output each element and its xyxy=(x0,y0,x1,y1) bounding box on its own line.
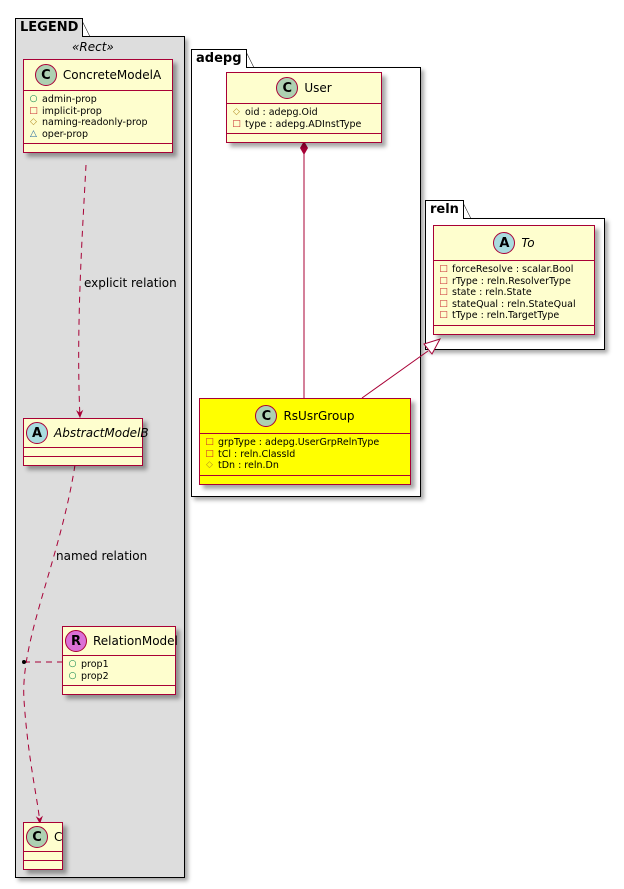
protected-icon: ◇ xyxy=(30,117,37,127)
class-c-icon: C xyxy=(26,826,48,848)
protected-icon: ◇ xyxy=(233,107,240,117)
operations-section xyxy=(434,326,594,334)
private-icon: □ xyxy=(29,105,38,116)
relation-r-icon: R xyxy=(65,630,87,652)
attribute-list: □ grpType : adepg.UserGrpRelnType □ tCl : … xyxy=(200,434,410,476)
operations-section xyxy=(24,457,142,465)
attribute: ◇ tDn : reln.Dn xyxy=(205,460,405,472)
attribute: □ forceResolve : scalar.Bool xyxy=(439,264,589,276)
attribute-list: ◇ oid : adepg.Oid □ type : adepg.ADInstTyp… xyxy=(227,104,381,134)
public-icon: ○ xyxy=(68,670,77,681)
attribute-list xyxy=(24,852,62,861)
class-to[interactable]: A To □ forceResolve : scalar.Bool □ rType … xyxy=(433,225,595,335)
class-c-icon: C xyxy=(34,64,57,86)
class-user[interactable]: C User ◇ oid : adepg.Oid □ type : adepg.AD… xyxy=(226,72,382,143)
attribute-list: ○ prop1 ○ prop2 xyxy=(63,656,175,686)
class-c[interactable]: C C xyxy=(23,822,63,870)
package-reln-tab: reln xyxy=(425,200,471,219)
package-legend-tab: LEGEND xyxy=(15,18,91,37)
attribute: □ rType : reln.ResolverType xyxy=(439,276,589,288)
attribute: ◇ oid : adepg.Oid xyxy=(232,107,376,119)
private-icon: □ xyxy=(439,310,448,320)
abstract-a-icon: A xyxy=(26,422,48,444)
class-name: RelationModel xyxy=(93,634,178,648)
private-icon: □ xyxy=(439,287,448,297)
attribute-text: tType : reln.TargetType xyxy=(452,310,560,321)
class-header: R RelationModel xyxy=(63,627,178,656)
class-relation-model[interactable]: R RelationModel ○ prop1 ○ prop2 xyxy=(62,626,178,695)
attribute-text: oid : adepg.Oid xyxy=(245,107,318,118)
class-abstract-model-b[interactable]: A AbstractModelB xyxy=(23,418,149,466)
class-header: C RsUsrGroup xyxy=(200,399,410,434)
class-header: A To xyxy=(434,226,594,261)
attribute: □ grpType : adepg.UserGrpRelnType xyxy=(205,437,405,449)
attribute: □ implicit-prop xyxy=(29,106,167,118)
package-icon: △ xyxy=(30,128,37,139)
attribute-text: rType : reln.ResolverType xyxy=(452,275,571,287)
class-name: User xyxy=(304,81,332,95)
package-adepg-tab: adepg xyxy=(191,49,253,68)
attribute-text: tDn : reln.Dn xyxy=(218,460,279,471)
public-icon: ○ xyxy=(29,94,38,104)
attribute-text: forceResolve : scalar.Bool xyxy=(452,264,574,275)
private-icon: □ xyxy=(205,448,214,459)
class-name: RsUsrGroup xyxy=(283,409,355,423)
attribute-text: tCl : reln.ClassId xyxy=(218,448,296,460)
named-relation-label: named relation xyxy=(56,549,148,563)
attribute: □ tType : reln.TargetType xyxy=(439,310,589,322)
private-icon: □ xyxy=(439,275,448,286)
class-concrete-model-a[interactable]: C ConcreteModelA ○ admin-prop □ implicit-p… xyxy=(23,59,173,153)
class-name: To xyxy=(521,236,535,250)
private-icon: □ xyxy=(439,264,448,274)
attribute-list: □ forceResolve : scalar.Bool □ rType : rel… xyxy=(434,261,594,326)
class-header: C User xyxy=(227,73,381,104)
attribute: △ oper-prop xyxy=(29,129,167,141)
attribute: □ type : adepg.ADInstType xyxy=(232,119,376,131)
attribute: ○ prop2 xyxy=(68,671,170,683)
attribute-text: implicit-prop xyxy=(42,105,102,117)
attribute-text: oper-prop xyxy=(42,128,88,140)
attribute: □ state : reln.State xyxy=(439,287,589,299)
attribute-text: state : reln.State xyxy=(452,287,532,298)
attribute: □ stateQual : reln.StateQual xyxy=(439,299,589,311)
attribute-text: prop2 xyxy=(81,670,109,682)
class-header: C ConcreteModelA xyxy=(24,60,172,91)
attribute-text: type : adepg.ADInstType xyxy=(245,118,362,130)
attribute: ○ admin-prop xyxy=(29,94,167,106)
class-name: ConcreteModelA xyxy=(62,68,162,82)
class-name: C xyxy=(54,830,63,844)
attribute-text: naming-readonly-prop xyxy=(42,117,148,128)
attribute-text: prop1 xyxy=(81,659,109,670)
class-c-icon: C xyxy=(276,77,299,99)
operations-section xyxy=(24,144,172,152)
operations-section xyxy=(24,861,62,869)
class-name: AbstractModelB xyxy=(54,426,149,440)
operations-section xyxy=(200,476,410,484)
attribute-text: admin-prop xyxy=(42,94,97,105)
operations-section xyxy=(227,134,381,142)
attribute-text: stateQual : reln.StateQual xyxy=(452,298,576,310)
attribute-list: ○ admin-prop □ implicit-prop ◇ naming-reado… xyxy=(24,91,172,144)
legend-stereotype: «Rect» xyxy=(72,40,114,54)
attribute-list xyxy=(24,448,142,457)
private-icon: □ xyxy=(439,298,448,309)
attribute: ◇ naming-readonly-prop xyxy=(29,117,167,129)
class-c-icon: C xyxy=(255,405,278,427)
protected-icon: ◇ xyxy=(206,460,213,470)
attribute: □ tCl : reln.ClassId xyxy=(205,449,405,461)
class-header: C C xyxy=(24,823,62,852)
class-rs-usr-group[interactable]: C RsUsrGroup □ grpType : adepg.UserGrpRel… xyxy=(199,398,411,485)
attribute-text: grpType : adepg.UserGrpRelnType xyxy=(218,437,380,448)
operations-section xyxy=(63,686,175,694)
private-icon: □ xyxy=(205,437,214,447)
attribute: ○ prop1 xyxy=(68,659,170,671)
public-icon: ○ xyxy=(68,659,77,669)
private-icon: □ xyxy=(232,118,241,129)
explicit-relation-label: explicit relation xyxy=(84,276,177,290)
class-header: A AbstractModelB xyxy=(24,419,149,448)
abstract-a-icon: A xyxy=(493,232,516,254)
